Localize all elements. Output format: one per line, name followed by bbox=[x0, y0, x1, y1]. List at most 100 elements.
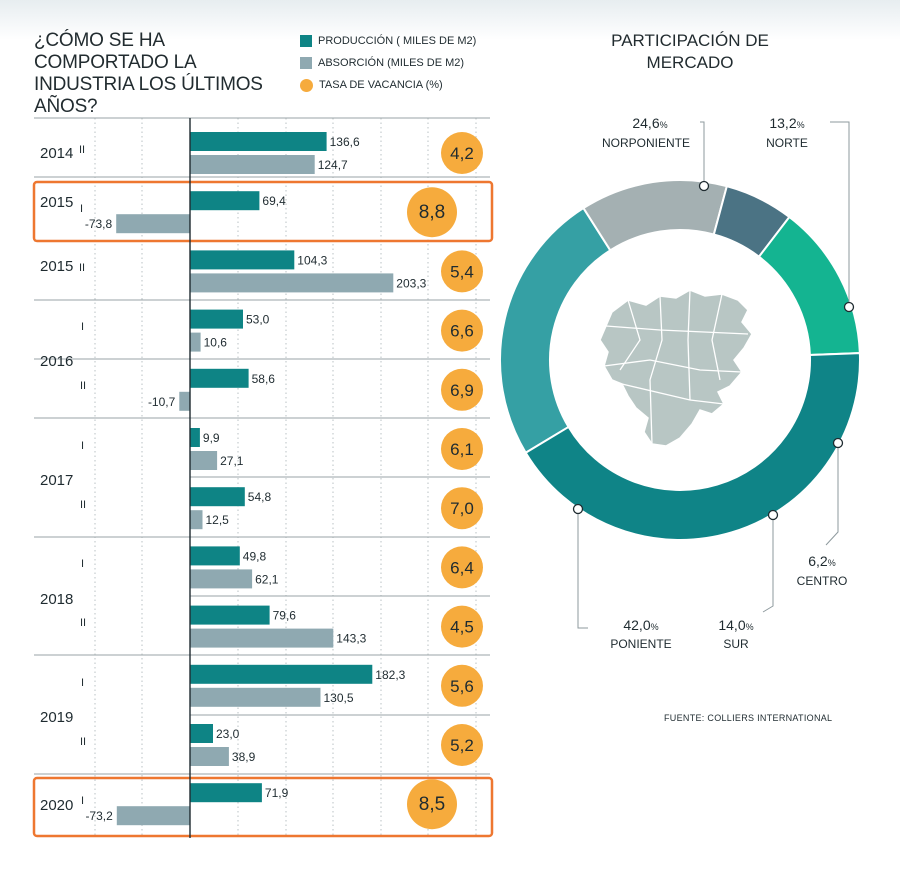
vacancia-circle-0 bbox=[441, 132, 483, 174]
bar-produccion-9 bbox=[190, 664, 373, 684]
map-district-line-3 bbox=[711, 293, 723, 381]
legend: PRODUCCIÓN ( MILES DE M2) ABSORCIÓN (MIL… bbox=[300, 30, 476, 96]
donut-slice-norponiente bbox=[499, 206, 612, 455]
semester-label-6: II bbox=[80, 499, 86, 511]
bar-absorcion-6 bbox=[190, 510, 203, 530]
slice-name-sur: SUR bbox=[723, 637, 749, 651]
semester-label-7: I bbox=[81, 558, 84, 570]
year-label-6: 2019 bbox=[40, 709, 73, 726]
slice-value-poniente: 42,0% bbox=[623, 617, 658, 633]
label-vacancia-1: 8,8 bbox=[419, 202, 445, 223]
label-absorcion-9: 130,5 bbox=[324, 691, 354, 705]
slice-name-poniente: PONIENTE bbox=[610, 637, 671, 651]
map-district-line-5 bbox=[605, 325, 749, 335]
vacancia-circle-5 bbox=[441, 428, 483, 470]
slice-name-norte: NORTE bbox=[766, 136, 808, 150]
bar-absorcion-7 bbox=[190, 569, 253, 589]
vacancia-circle-11 bbox=[407, 779, 457, 830]
label-vacancia-10: 5,2 bbox=[450, 736, 474, 755]
semester-label-5: I bbox=[81, 440, 84, 452]
label-absorcion-8: 143,3 bbox=[336, 632, 366, 646]
year-label-5: 2018 bbox=[40, 591, 73, 608]
label-produccion-0: 136,6 bbox=[330, 135, 360, 149]
slice-value-sur: 14,0% bbox=[718, 617, 753, 633]
bar-produccion-3 bbox=[190, 309, 243, 329]
slice-value-norte: 13,2% bbox=[769, 115, 804, 131]
leader-dot-norponiente bbox=[698, 180, 710, 192]
leader-line-poniente bbox=[577, 509, 588, 629]
highlight-box-0 bbox=[32, 180, 494, 243]
label-absorcion-1: -73,8 bbox=[85, 217, 113, 231]
slice-percent-sur: % bbox=[746, 622, 754, 632]
label-absorcion-5: 27,1 bbox=[220, 454, 244, 468]
santiago-map-icon bbox=[599, 289, 753, 447]
bar-produccion-11 bbox=[190, 783, 262, 803]
bar-produccion-2 bbox=[190, 250, 295, 270]
slice-percent-centro: % bbox=[828, 558, 836, 568]
legend-label-produccion: PRODUCCIÓN ( MILES DE M2) bbox=[318, 35, 477, 47]
year-label-0: 2014 bbox=[40, 145, 73, 162]
vacancia-circle-1 bbox=[407, 187, 457, 238]
legend-swatch-produccion bbox=[300, 35, 312, 47]
donut-slice-sur bbox=[757, 215, 861, 357]
bar-produccion-6 bbox=[190, 487, 245, 507]
label-produccion-10: 23,0 bbox=[216, 727, 240, 741]
semester-label-3: I bbox=[81, 321, 84, 333]
vacancia-circle-7 bbox=[441, 546, 483, 589]
bar-absorcion-8 bbox=[190, 628, 334, 648]
label-absorcion-7: 62,1 bbox=[255, 572, 279, 586]
map-district-line-4 bbox=[603, 359, 743, 373]
vacancia-circle-6 bbox=[441, 487, 483, 530]
label-produccion-4: 58,6 bbox=[252, 372, 276, 386]
semester-label-1: I bbox=[80, 203, 83, 215]
leader-line-centro bbox=[825, 443, 839, 546]
highlight-box-1 bbox=[32, 776, 494, 838]
label-vacancia-11: 8,5 bbox=[419, 794, 445, 815]
label-produccion-2: 104,3 bbox=[297, 253, 327, 267]
semester-label-11: I bbox=[81, 795, 84, 807]
label-vacancia-5: 6,1 bbox=[450, 440, 474, 459]
donut-slice-poniente bbox=[524, 352, 861, 541]
chart-title: ¿CÓMO SE HA COMPORTADO LA INDUSTRIA LOS … bbox=[34, 30, 263, 117]
vacancia-circle-8 bbox=[441, 605, 483, 648]
bar-produccion-1 bbox=[190, 191, 260, 211]
leader-dot-norte bbox=[843, 301, 855, 313]
year-label-1: 2015 bbox=[40, 194, 73, 211]
label-vacancia-6: 7,0 bbox=[450, 499, 474, 518]
slice-value-centro: 6,2% bbox=[808, 553, 835, 569]
label-vacancia-4: 6,9 bbox=[450, 381, 474, 400]
label-absorcion-10: 38,9 bbox=[232, 750, 256, 764]
label-produccion-6: 54,8 bbox=[248, 490, 272, 504]
slice-percent-poniente: % bbox=[651, 622, 659, 632]
semester-label-10: II bbox=[80, 736, 86, 748]
leader-line-norte bbox=[830, 121, 850, 307]
year-label-2: 2015 bbox=[40, 258, 73, 275]
year-label-3: 2016 bbox=[40, 353, 73, 370]
bar-absorcion-11 bbox=[116, 806, 190, 826]
semester-label-0: II bbox=[79, 144, 85, 156]
label-absorcion-3: 10,6 bbox=[204, 336, 228, 350]
bar-produccion-0 bbox=[190, 132, 327, 151]
label-produccion-9: 182,3 bbox=[375, 668, 405, 682]
slice-name-centro: CENTRO bbox=[797, 574, 848, 588]
label-absorcion-2: 203,3 bbox=[396, 276, 426, 290]
bar-produccion-10 bbox=[190, 724, 213, 743]
bar-absorcion-0 bbox=[190, 155, 315, 174]
bar-produccion-4 bbox=[190, 368, 249, 388]
vacancia-circle-9 bbox=[441, 664, 483, 707]
slice-name-norponiente: NORPONIENTE bbox=[602, 136, 690, 150]
label-produccion-11: 71,9 bbox=[265, 786, 289, 800]
legend-label-absorcion: ABSORCIÓN (MILES DE M2) bbox=[318, 57, 465, 69]
bar-absorcion-5 bbox=[190, 451, 218, 470]
bar-produccion-8 bbox=[190, 605, 270, 625]
bar-absorcion-1 bbox=[116, 214, 190, 234]
bar-produccion-5 bbox=[190, 428, 200, 447]
legend-item-absorcion: ABSORCIÓN (MILES DE M2) bbox=[300, 52, 476, 74]
label-vacancia-2: 5,4 bbox=[450, 262, 474, 281]
semester-label-4: II bbox=[80, 380, 86, 392]
map-district-line-6 bbox=[621, 383, 725, 405]
label-vacancia-8: 4,5 bbox=[450, 618, 474, 637]
label-produccion-7: 49,8 bbox=[243, 549, 267, 563]
